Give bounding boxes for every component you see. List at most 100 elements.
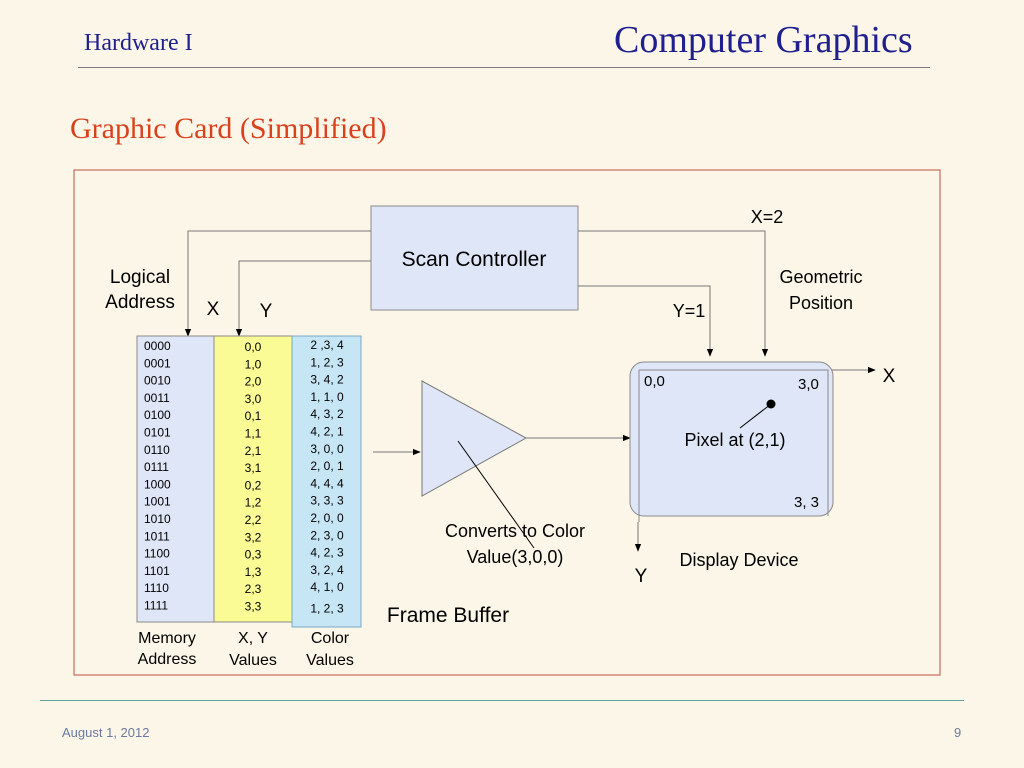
color-value-cell: 3, 0, 0: [310, 442, 344, 456]
color-value-cell: 2, 3, 0: [310, 528, 344, 542]
memory-address-cell: 1100: [144, 547, 170, 561]
color-value-cell: 1, 2, 3: [310, 355, 344, 369]
xy-value-cell: 1,1: [245, 427, 262, 441]
converts-label-2: Value(3,0,0): [467, 547, 564, 567]
xy-values-rows: 0,0 1,0 2,0 3,0 0,1 1,1 2,1 3,1 0,2 1,2 2,2 3,2 0,3 1…: [245, 340, 262, 614]
geometric-y-arrow: [578, 285, 714, 357]
xy-value-cell: 2,0: [245, 375, 262, 389]
logical-y-label: Y: [260, 301, 273, 322]
display-x-axis-label: X: [883, 366, 896, 387]
xy-values-caption-1: X, Y: [238, 630, 268, 647]
scan-controller-box: [370, 205, 579, 311]
memory-address-cell: 1010: [144, 512, 171, 526]
color-value-cell: 2, 0, 0: [310, 511, 344, 525]
memory-address-cell: 0000: [144, 339, 171, 353]
xy-value-cell: 1,0: [245, 357, 262, 371]
xy-value-cell: 3,2: [245, 530, 262, 544]
logical-x-arrow: [184, 230, 371, 337]
memory-address-cell: 1001: [144, 495, 171, 509]
xy-value-cell: 0,3: [245, 548, 262, 562]
color-values-caption-1: Color: [311, 630, 350, 647]
memory-address-cell: 1101: [144, 564, 170, 578]
scan-controller-label: Scan Controller: [402, 248, 547, 271]
memory-address-cell: 1011: [144, 529, 170, 543]
color-value-cell: 3, 4, 2: [310, 373, 344, 387]
display-device-caption: Display Device: [679, 550, 798, 570]
memory-address-rows: 0000 0001 0010 0011 0100 0101 0110 0111 1000 1001…: [144, 339, 171, 613]
display-y-axis-label: Y: [635, 566, 648, 587]
color-values-column: [291, 335, 362, 628]
color-value-cell: 4, 2, 3: [310, 546, 344, 560]
xy-value-cell: 0,2: [245, 478, 262, 492]
geometric-position-label-1: Geometric: [779, 267, 862, 287]
diagram-border: [73, 169, 941, 676]
footer-divider: [40, 700, 964, 701]
color-value-cell: 4, 3, 2: [310, 407, 344, 421]
memory-address-caption-2: Address: [138, 651, 197, 668]
logical-address-label-1: Logical: [110, 267, 170, 288]
color-value-cell: 3, 3, 3: [310, 494, 344, 508]
color-value-cell: 1, 2, 3: [310, 602, 344, 616]
xy-values-column: [213, 335, 293, 623]
memory-address-cell: 1111: [144, 599, 168, 613]
xy-value-cell: 1,2: [245, 496, 262, 510]
memory-address-cell: 0011: [144, 391, 170, 405]
footer-page-number: 9: [954, 725, 962, 740]
color-value-cell: 4, 1, 0: [310, 580, 344, 594]
memory-address-cell: 0101: [144, 426, 171, 440]
pixel-label: Pixel at (2,1): [684, 430, 785, 450]
header-course-title: Computer Graphics: [614, 19, 913, 61]
connector-lines: [184, 230, 876, 552]
frame-buffer-label: Frame Buffer: [387, 604, 509, 627]
color-values-rows: 2 ,3, 4 1, 2, 3 3, 4, 2 1, 1, 0 4, 3, 2 4, 2,…: [310, 338, 344, 616]
header-section-title: Hardware I: [84, 30, 193, 56]
footer-date: August 1, 2012: [62, 725, 150, 740]
display-origin-label: 0,0: [644, 373, 665, 390]
geometric-position-label-2: Position: [789, 293, 853, 313]
x-equals-label: X=2: [751, 207, 784, 227]
memory-address-cell: 1000: [144, 477, 171, 491]
color-value-cell: 1, 1, 0: [310, 390, 344, 404]
memory-address-cell: 1110: [144, 581, 169, 595]
display-top-right-label: 3,0: [798, 376, 819, 393]
color-values-caption-2: Values: [306, 652, 354, 669]
logical-x-label: X: [207, 299, 220, 320]
memory-address-cell: 0001: [144, 356, 171, 370]
logical-address-label-2: Address: [105, 292, 175, 313]
xy-value-cell: 0,1: [245, 409, 262, 423]
xy-value-cell: 2,2: [245, 513, 262, 527]
memory-address-column: [136, 335, 215, 623]
geometric-x-arrow: [578, 230, 769, 357]
memory-address-cell: 0111: [144, 460, 169, 474]
y-equals-label: Y=1: [673, 301, 706, 321]
xy-value-cell: 2,3: [245, 582, 262, 596]
display-bottom-right-label: 3, 3: [794, 494, 819, 511]
slide-title: Graphic Card (Simplified): [70, 112, 387, 145]
color-value-cell: 3, 2, 4: [310, 563, 344, 577]
memory-address-cell: 0110: [144, 443, 170, 457]
converter-callout-line: [457, 440, 535, 549]
xy-value-cell: 3,1: [245, 461, 262, 475]
color-value-cell: 2, 0, 1: [310, 459, 344, 473]
logical-y-arrow: [235, 260, 371, 337]
color-value-cell: 4, 2, 1: [310, 425, 344, 439]
memory-address-caption-1: Memory: [138, 630, 196, 647]
xy-value-cell: 0,0: [245, 340, 262, 354]
pixel-marker: [766, 399, 776, 409]
xy-value-cell: 1,3: [245, 565, 262, 579]
header-divider: [78, 67, 930, 68]
color-value-cell: 2 ,3, 4: [310, 338, 344, 352]
display-top-edge: [639, 369, 829, 516]
color-converter-triangle: [421, 380, 528, 497]
converts-label-1: Converts to Color: [445, 521, 585, 541]
display-device-screen: [629, 361, 834, 517]
memory-address-cell: 0010: [144, 374, 171, 388]
xy-value-cell: 3,3: [245, 600, 262, 614]
memory-address-cell: 0100: [144, 408, 171, 422]
xy-value-cell: 2,1: [245, 444, 262, 458]
pixel-pointer-line: [739, 403, 772, 429]
xy-values-caption-2: Values: [229, 652, 277, 669]
color-value-cell: 4, 4, 4: [310, 476, 344, 490]
xy-value-cell: 3,0: [245, 392, 262, 406]
